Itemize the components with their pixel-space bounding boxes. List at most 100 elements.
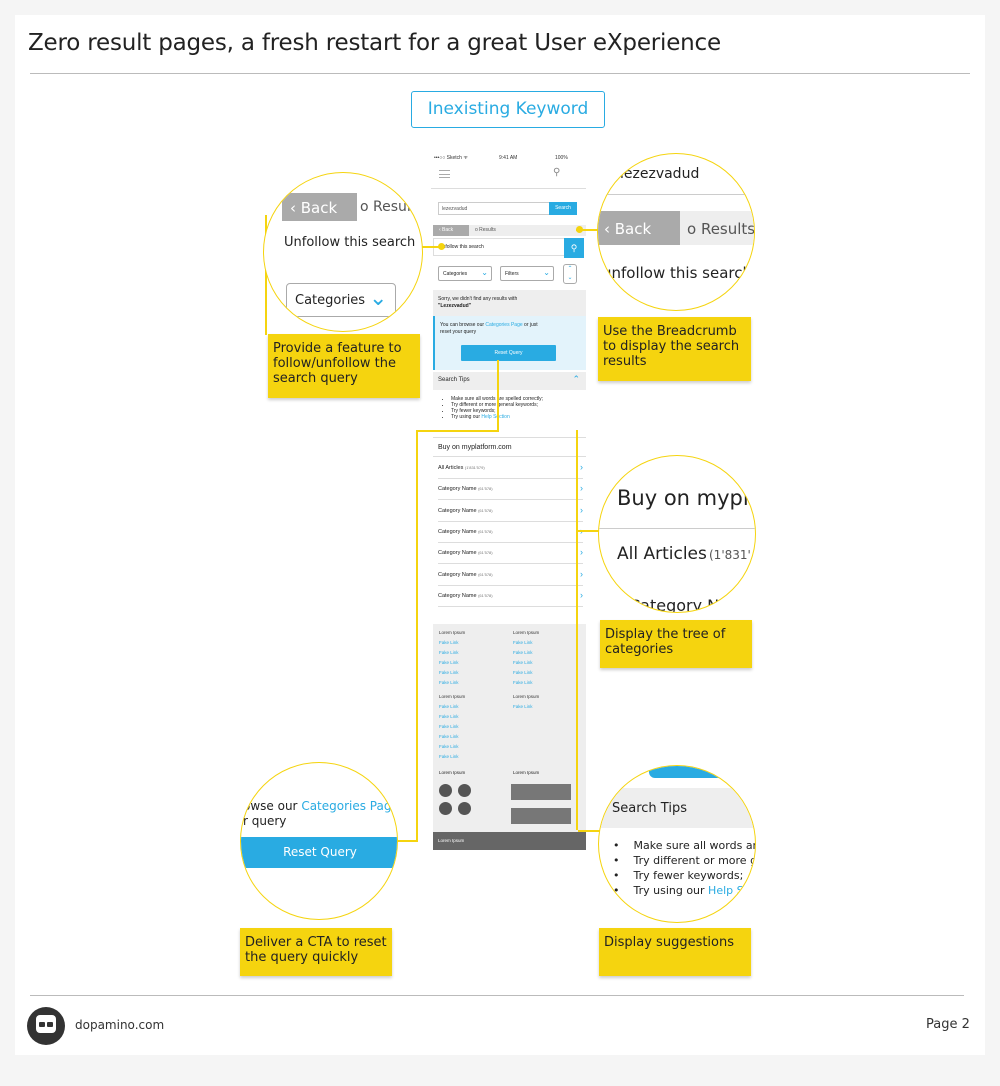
category-name: Category Name xyxy=(438,550,477,556)
fake-link[interactable]: Fake Link xyxy=(513,660,533,665)
fake-link[interactable]: Fake Link xyxy=(439,714,459,719)
zoom-help-link: Help Se xyxy=(708,884,751,897)
zoom-back-button: ‹ Back xyxy=(282,193,357,221)
chevron-down-icon: ⌄ xyxy=(543,268,550,277)
zoom-tip-text: Make sure all words are xyxy=(633,839,756,852)
zoom-back-button: ‹ Back xyxy=(598,211,680,245)
search-tips-list: Make sure all words are spelled correctl… xyxy=(439,396,586,420)
note-breadcrumb: Use the Breadcrumb to display the search… xyxy=(598,317,751,381)
zoom-results-label: o Results xyxy=(687,220,755,238)
filters-dropdown[interactable]: Filters ⌄ xyxy=(500,266,554,281)
zoom-buy-title: Buy on mypla xyxy=(617,486,756,510)
page-title: Zero result pages, a fresh restart for a… xyxy=(28,30,721,56)
zoom-categories-link: Categories Page xyxy=(301,799,398,813)
footer-column: Lorem Ipsum Fake Link xyxy=(513,692,573,712)
fake-link[interactable]: Fake Link xyxy=(513,704,533,709)
search-input[interactable]: lezezvadud xyxy=(438,202,550,215)
search-tips-header[interactable]: Search Tips ⌃ xyxy=(433,372,586,390)
fake-link[interactable]: Fake Link xyxy=(513,670,533,675)
footer-column: Lorem Ipsum Fake Link Fake Link Fake Lin… xyxy=(439,692,499,762)
app-badge[interactable] xyxy=(511,808,571,824)
browse-line2: reset your query xyxy=(440,329,477,335)
zoom-unfollow-label: unfollow this search xyxy=(602,264,752,282)
social-icon[interactable] xyxy=(439,802,452,815)
fake-link[interactable]: Fake Link xyxy=(439,734,459,739)
hamburger-icon[interactable] xyxy=(439,170,450,178)
breadcrumb-back[interactable]: ‹ Back xyxy=(433,225,469,236)
zoom-tip-text: Try using our xyxy=(633,884,709,897)
connector-line xyxy=(576,530,600,532)
pin-icon[interactable]: ⚲ xyxy=(564,238,584,258)
chevron-right-icon: › xyxy=(580,462,583,472)
zoom-unfollow-circle: ‹ Back o Results Unfollow this search Ca… xyxy=(263,172,423,332)
categories-page-link[interactable]: Categories Page xyxy=(485,322,523,328)
fake-link[interactable]: Fake Link xyxy=(439,640,459,645)
fake-link[interactable]: Fake Link xyxy=(439,660,459,665)
zoom-tip-text: Try different or more ger xyxy=(633,854,756,867)
zoom-all-articles: All Articles xyxy=(617,544,707,564)
social-icon[interactable] xyxy=(439,784,452,797)
category-row[interactable]: Category Name (61'578)› xyxy=(438,565,583,586)
connector-line xyxy=(578,830,600,832)
category-count: (61'578) xyxy=(478,572,493,577)
footer-site: dopamino.com xyxy=(75,1018,165,1032)
category-count: (61'578) xyxy=(478,486,493,491)
chevron-right-icon: › xyxy=(580,590,583,600)
social-icon[interactable] xyxy=(458,802,471,815)
pin-search-icon[interactable]: ⚲ xyxy=(553,167,561,178)
logo-eye xyxy=(39,1022,45,1027)
fake-link[interactable]: Fake Link xyxy=(439,754,459,759)
tip-text: Try using our xyxy=(451,414,482,420)
zoom-tip-text: Try fewer keywords; xyxy=(633,869,744,882)
phone-mockup: •••○○ Sketch ᯤ 9:41 AM 100% ⚲ lezezvadud… xyxy=(431,150,586,850)
zoom-results-label: o Results xyxy=(360,199,423,215)
footer-divider xyxy=(30,995,964,996)
fake-link[interactable]: Fake Link xyxy=(513,680,533,685)
fake-link[interactable]: Fake Link xyxy=(439,680,459,685)
category-row[interactable]: Category Name (61'578)› xyxy=(438,543,583,564)
category-row[interactable]: Category Name (61'578)› xyxy=(438,522,583,543)
fake-link[interactable]: Fake Link xyxy=(439,704,459,709)
zoom-tips-list: • Make sure all words are • Try differen… xyxy=(613,838,756,898)
app-badge[interactable] xyxy=(511,784,571,800)
help-section-link[interactable]: Help Section xyxy=(481,414,510,420)
divider xyxy=(431,188,586,189)
connector-line xyxy=(497,360,499,432)
zoom-reset-button: Reset Query xyxy=(241,837,397,868)
connector-dot xyxy=(576,226,583,233)
fake-link[interactable]: Fake Link xyxy=(513,650,533,655)
fake-link[interactable]: Fake Link xyxy=(439,724,459,729)
note-follow: Provide a feature to follow/unfollow the… xyxy=(268,334,420,398)
zoom-divider xyxy=(599,528,755,529)
logo-eye xyxy=(47,1022,53,1027)
category-row[interactable]: All Articles (1'831'579)› xyxy=(438,458,583,479)
zoom-tree-circle: Buy on mypla All Articles (1'831' Catego… xyxy=(598,455,756,613)
category-row[interactable]: Category Name (61'578)› xyxy=(438,479,583,500)
fake-link[interactable]: Fake Link xyxy=(513,640,533,645)
unfollow-search[interactable]: Unfollow this search xyxy=(433,238,566,256)
zoom-category-name: Category N xyxy=(629,596,720,613)
no-results-line1: Sorry, we didn't find any results with xyxy=(438,296,518,302)
dopamino-logo xyxy=(27,1007,65,1045)
reset-query-button[interactable]: Reset Query xyxy=(461,345,556,361)
categories-dropdown[interactable]: Categories ⌄ xyxy=(438,266,492,281)
category-row[interactable]: Category Name (61'578)› xyxy=(438,586,583,607)
connector-line xyxy=(418,430,498,432)
search-button[interactable]: Search xyxy=(549,202,577,215)
sort-icon[interactable]: ⌃⌄ xyxy=(563,264,577,284)
footer-heading: Lorem Ipsum xyxy=(439,630,466,635)
tip-item: Try using our Help Section xyxy=(451,414,586,420)
header-divider xyxy=(30,73,970,74)
fake-link[interactable]: Fake Link xyxy=(439,670,459,675)
zoom-query-text: r query xyxy=(243,814,287,828)
category-row[interactable]: Category Name (61'578)› xyxy=(438,501,583,522)
connector-line xyxy=(576,229,600,231)
connector-dot xyxy=(438,243,445,250)
buy-title: Buy on myplatform.com xyxy=(433,437,586,457)
social-icon[interactable] xyxy=(458,784,471,797)
logo-face xyxy=(36,1015,56,1033)
fake-link[interactable]: Fake Link xyxy=(439,650,459,655)
fake-link[interactable]: Fake Link xyxy=(439,744,459,749)
zoom-results-bg xyxy=(680,211,754,245)
chevron-right-icon: › xyxy=(580,483,583,493)
